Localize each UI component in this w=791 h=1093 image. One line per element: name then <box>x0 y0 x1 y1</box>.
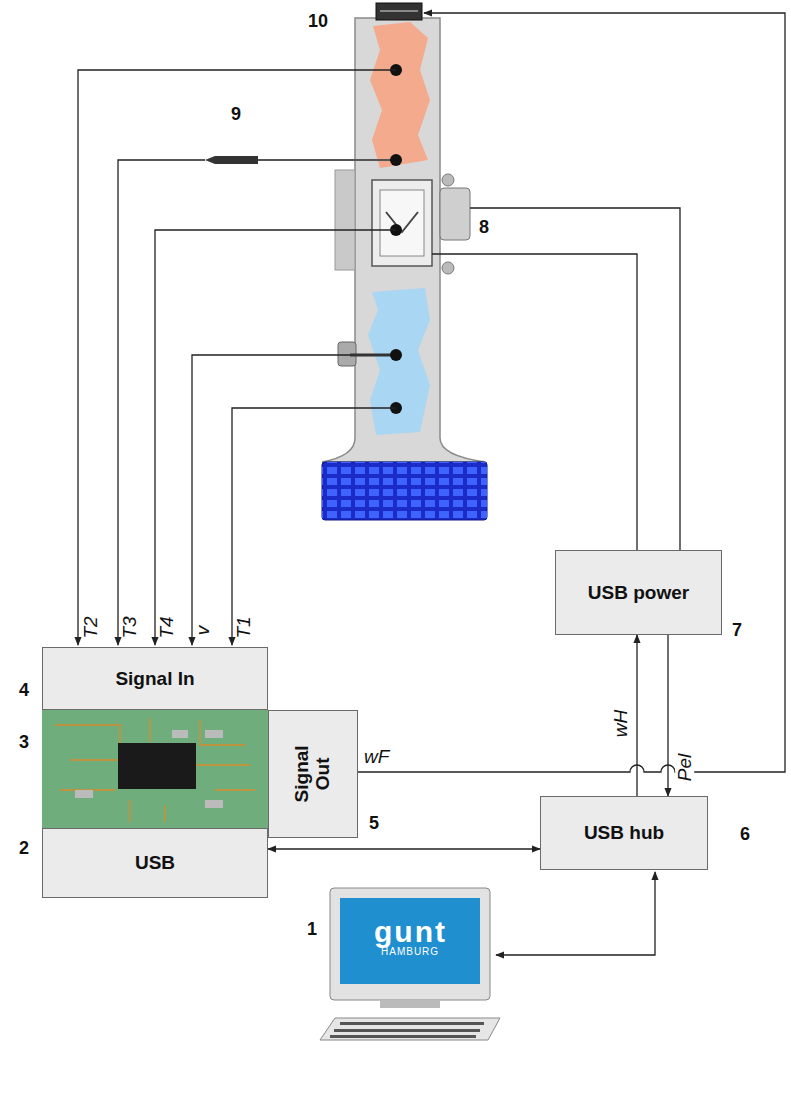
probe-rod <box>258 159 396 161</box>
hot-zone <box>370 22 430 168</box>
ic-chip <box>118 743 196 789</box>
drawing-part <box>70 759 118 760</box>
signal-in-box: Signal In <box>42 647 268 710</box>
logo-text: HAMBURG <box>381 947 439 957</box>
sensor-dot <box>390 349 402 361</box>
keys <box>330 1022 484 1038</box>
drawing-part <box>78 70 396 645</box>
signal-name: Pel <box>675 752 694 783</box>
drawing-part <box>129 800 130 822</box>
drawing-part <box>155 230 396 645</box>
heater-frame <box>372 180 432 266</box>
signal-name: wH <box>611 708 630 739</box>
usb-power-box: USB power <box>555 550 722 635</box>
component <box>172 730 188 738</box>
drawing-part <box>432 254 637 550</box>
drawing-part <box>358 13 785 772</box>
fan-blade <box>380 10 418 12</box>
drawing-part <box>149 718 150 742</box>
component <box>205 730 223 738</box>
probe-handle <box>205 156 258 164</box>
signal-name: wF <box>364 747 389 766</box>
box-label: Signal In <box>115 668 194 690</box>
led-grid <box>322 462 487 520</box>
connector <box>667 635 668 796</box>
drawing-part <box>215 789 255 790</box>
callout-number: 7 <box>732 621 742 639</box>
drawing-part <box>334 1029 480 1032</box>
box-label: USB <box>135 852 175 874</box>
component <box>75 790 93 798</box>
drawing-part <box>200 720 245 745</box>
signal-name: T4 <box>157 616 176 638</box>
box-label: Signal Out <box>292 734 334 814</box>
connector <box>268 848 540 849</box>
velocity-probe <box>350 354 396 357</box>
monitor <box>330 888 490 1000</box>
usb-box: USB <box>42 828 268 898</box>
callout-number: 9 <box>231 105 241 123</box>
box-label: USB power <box>588 582 689 604</box>
cold-zone <box>368 288 430 435</box>
sensor-dot <box>390 154 402 166</box>
screen <box>340 898 480 984</box>
signal-name: T3 <box>120 616 139 638</box>
connector <box>636 635 637 796</box>
usb-hub-box: USB hub <box>540 796 708 870</box>
callout-number: 4 <box>19 681 29 699</box>
component <box>205 800 223 808</box>
pcb <box>42 710 268 828</box>
callout-number: 5 <box>369 814 379 832</box>
drawing-part <box>340 1022 484 1025</box>
callout-number: 10 <box>308 12 328 30</box>
callout-number: 8 <box>479 218 489 236</box>
heater-window <box>380 190 424 256</box>
led-panel <box>322 462 487 520</box>
signal-out-box: Signal Out <box>268 710 358 838</box>
fan <box>376 3 422 20</box>
drawing-part <box>470 208 680 550</box>
callout-number: 2 <box>19 839 29 857</box>
pcb-traces <box>55 718 255 822</box>
drawing-part <box>232 408 396 645</box>
drawing-part <box>195 764 250 765</box>
callout-number: 6 <box>740 825 750 843</box>
drawing-part <box>496 872 655 955</box>
knob <box>442 174 454 186</box>
drawing-part <box>330 1035 476 1038</box>
side-plate <box>335 170 355 270</box>
heater-connector <box>440 188 470 240</box>
signal-name: v <box>193 626 212 636</box>
drawing-part <box>192 355 350 645</box>
logo-text: gunt <box>374 917 447 947</box>
keyboard <box>320 1018 500 1040</box>
knob <box>442 262 454 274</box>
callout-number: 1 <box>307 920 317 938</box>
monitor-stand <box>380 1000 440 1008</box>
callout-number: 3 <box>19 733 29 751</box>
drawing-part <box>55 725 120 745</box>
column-housing <box>322 18 486 462</box>
box-label: USB hub <box>584 822 664 844</box>
signal-name: T2 <box>81 616 100 638</box>
drawing-part <box>164 805 165 822</box>
signal-name: T1 <box>234 616 253 638</box>
